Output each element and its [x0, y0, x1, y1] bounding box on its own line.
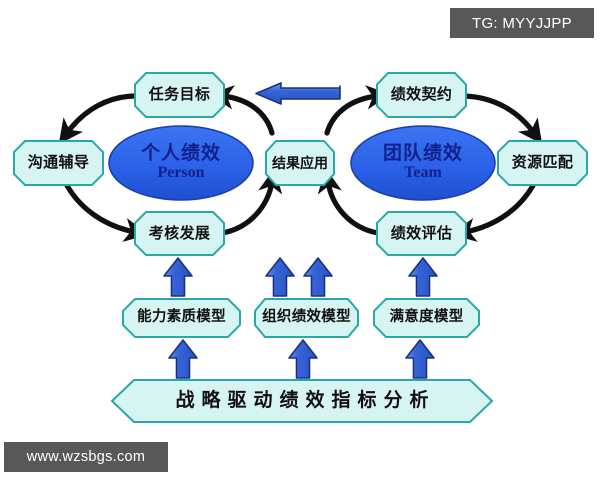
cycle-arrow-resource-to-evaluation — [451, 177, 539, 242]
supports-arrow-banner-to-organization — [288, 339, 318, 379]
cycle-arrow-task-to-coaching — [58, 93, 139, 145]
cycle-arrow-coaching-to-assessment — [61, 177, 149, 242]
node-task-goal[interactable] — [134, 72, 225, 118]
cycle-arrow-contract-to-resource — [461, 93, 543, 145]
node-resource-matching[interactable] — [497, 140, 588, 186]
cycle-arrow-evaluation-to-results — [317, 168, 381, 236]
supports-arrow-org-to-results-right — [303, 257, 333, 297]
node-results-application[interactable] — [265, 140, 335, 186]
strategy-banner-shape[interactable] — [110, 379, 494, 423]
tg-watermark: TG: MYYJJPP — [450, 8, 594, 38]
cycle-arrow-results-to-contract — [324, 85, 391, 136]
node-communication-coaching[interactable] — [13, 140, 104, 186]
model-box-organization-performance[interactable] — [254, 298, 359, 338]
node-performance-contract[interactable] — [376, 72, 467, 118]
model-box-satisfaction[interactable] — [373, 298, 480, 338]
node-performance-evaluation[interactable] — [376, 211, 467, 256]
core-ellipse-team — [350, 125, 496, 201]
cycle-arrow-results-to-task — [209, 85, 275, 136]
supports-arrow-org-to-results-left — [265, 257, 295, 297]
node-assessment-development[interactable] — [134, 211, 225, 256]
supports-arrow-competency-to-assessment — [163, 257, 193, 297]
team-to-person-arrow — [255, 82, 341, 105]
model-box-competency[interactable] — [122, 298, 241, 338]
supports-arrow-banner-to-satisfaction — [405, 339, 435, 379]
site-watermark: www.wzsbgs.com — [4, 442, 168, 472]
core-ellipse-person — [108, 125, 254, 201]
supports-arrow-banner-to-competency — [168, 339, 198, 379]
supports-arrow-satisfaction-to-evaluation — [408, 257, 438, 297]
cycle-arrow-assessment-to-results — [219, 168, 283, 236]
